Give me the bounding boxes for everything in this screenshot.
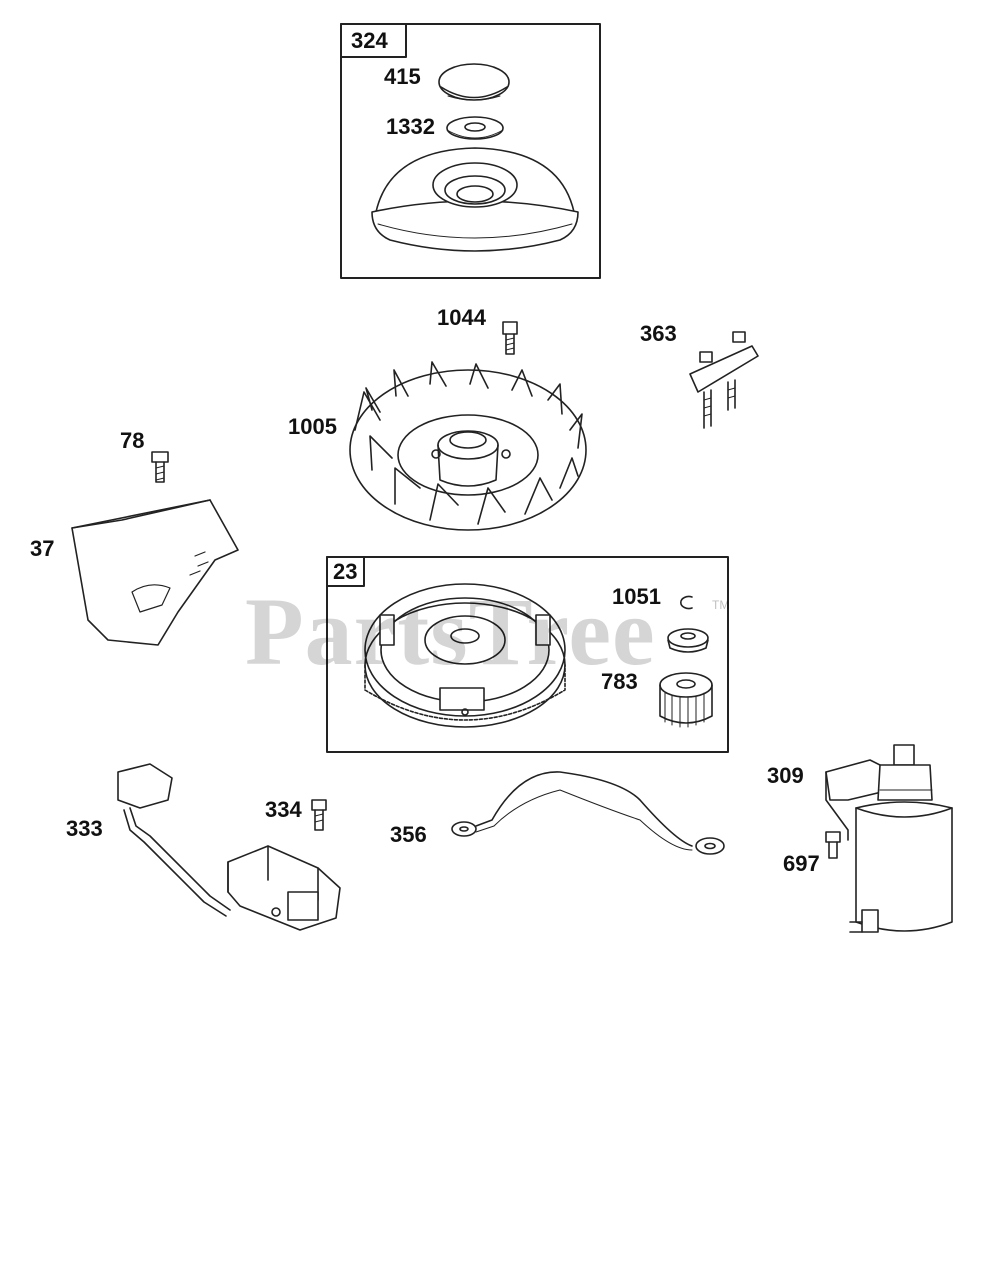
shroud-icon bbox=[71, 499, 239, 646]
part-label-78[interactable]: 78 bbox=[120, 428, 145, 453]
part-label-356[interactable]: 356 bbox=[390, 822, 427, 847]
flywheel-icon bbox=[364, 583, 566, 728]
part-label-1332[interactable]: 1332 bbox=[386, 114, 435, 139]
watermark: PartsTree bbox=[245, 578, 656, 685]
screw-icon bbox=[825, 831, 841, 859]
ignition-coil-icon bbox=[117, 763, 341, 931]
ground-wire-icon bbox=[451, 771, 725, 855]
part-label-309[interactable]: 309 bbox=[767, 763, 804, 788]
fan-icon bbox=[349, 361, 587, 531]
part-label-1044[interactable]: 1044 bbox=[437, 305, 486, 330]
part-label-783[interactable]: 783 bbox=[601, 669, 638, 694]
assembly-box-23 bbox=[326, 556, 729, 753]
retaining-ring-icon bbox=[680, 595, 693, 610]
part-label-363[interactable]: 363 bbox=[640, 321, 677, 346]
bolt-icon bbox=[502, 321, 518, 355]
assembly-box-324 bbox=[340, 23, 601, 279]
part-label-1051[interactable]: 1051 bbox=[612, 584, 661, 609]
part-label-37[interactable]: 37 bbox=[30, 536, 55, 561]
assembly-label-324[interactable]: 324 bbox=[351, 28, 388, 53]
part-label-1005[interactable]: 1005 bbox=[288, 414, 337, 439]
watermark-trademark: TM bbox=[712, 598, 730, 612]
part-label-334[interactable]: 334 bbox=[265, 797, 302, 822]
screw-icon bbox=[151, 451, 169, 483]
assembly-label-23[interactable]: 23 bbox=[333, 559, 358, 584]
part-label-415[interactable]: 415 bbox=[384, 64, 421, 89]
cap-plug-icon bbox=[438, 63, 510, 101]
washer-icon bbox=[446, 116, 504, 140]
part-label-333[interactable]: 333 bbox=[66, 816, 103, 841]
bracket-icon bbox=[689, 331, 759, 429]
gear-icon bbox=[659, 672, 713, 728]
pulley-cover-icon bbox=[371, 147, 579, 252]
part-label-697[interactable]: 697 bbox=[783, 851, 820, 876]
bushing-icon bbox=[667, 628, 709, 653]
screw-icon bbox=[311, 799, 327, 831]
starter-motor-icon bbox=[825, 744, 953, 933]
